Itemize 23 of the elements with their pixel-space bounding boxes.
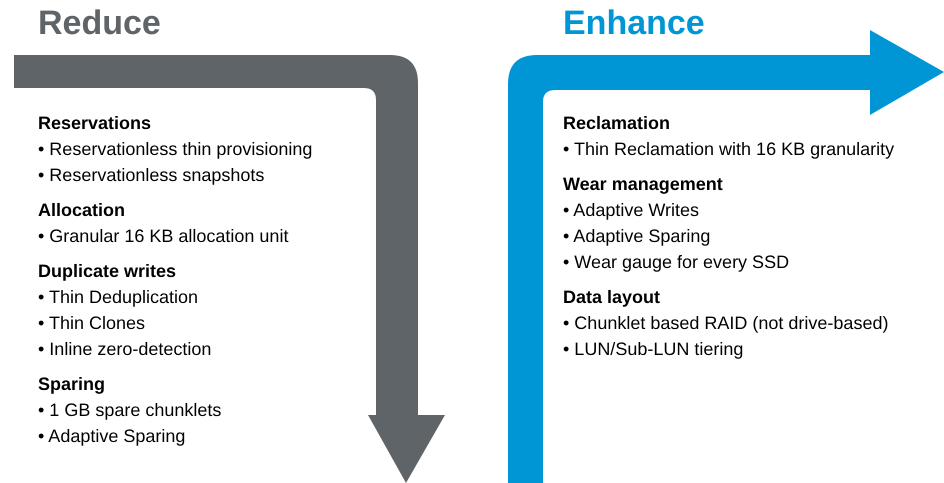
bullet-item: • 1 GB spare chunklets bbox=[38, 399, 222, 422]
section-heading: Data layout bbox=[563, 286, 662, 309]
column-heading: Enhance bbox=[563, 4, 705, 43]
section-heading: Reclamation bbox=[563, 112, 672, 135]
bullet-item: • Chunklet based RAID (not drive-based) bbox=[563, 312, 890, 335]
bullet-item: • Thin Clones bbox=[38, 312, 146, 335]
bullet-item: • Reservationless thin provisioning bbox=[38, 138, 314, 161]
section-heading: Wear management bbox=[563, 173, 724, 196]
bullet-item: • Thin Deduplication bbox=[38, 286, 200, 309]
bullet-item: • Granular 16 KB allocation unit bbox=[38, 225, 290, 248]
section-heading: Duplicate writes bbox=[38, 260, 178, 283]
bullet-item: • LUN/Sub-LUN tiering bbox=[563, 338, 744, 361]
section-heading: Sparing bbox=[38, 373, 106, 396]
section-heading: Allocation bbox=[38, 199, 126, 222]
column-heading: Reduce bbox=[38, 4, 161, 43]
bullet-item: • Adaptive Sparing bbox=[563, 225, 712, 248]
bullet-item: • Inline zero-detection bbox=[38, 338, 212, 361]
bullet-item: • Adaptive Sparing bbox=[38, 425, 186, 448]
bullet-item: • Adaptive Writes bbox=[563, 199, 700, 222]
section-heading: Reservations bbox=[38, 112, 152, 135]
bullet-item: • Wear gauge for every SSD bbox=[563, 251, 790, 274]
bullet-item: • Reservationless snapshots bbox=[38, 164, 266, 187]
bullet-item: • Thin Reclamation with 16 KB granularity bbox=[563, 138, 896, 161]
